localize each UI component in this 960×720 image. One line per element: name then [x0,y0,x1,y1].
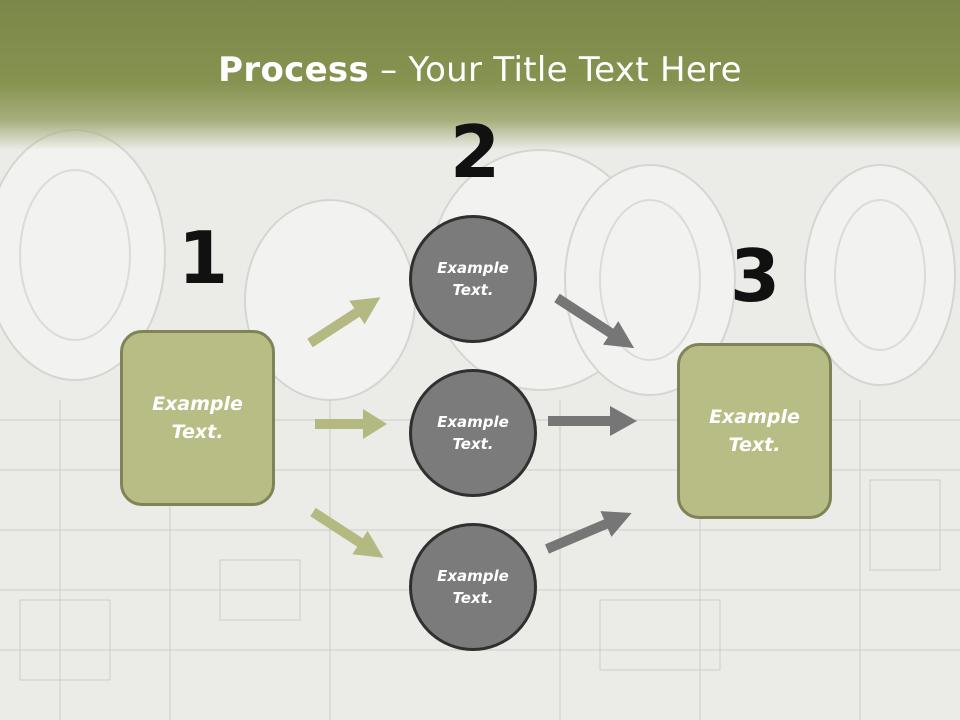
title-rest-part: – Your Title Text Here [369,50,742,90]
slide-title: Process – Your Title Text Here [0,50,960,90]
left-box-line2: Text. [171,421,224,443]
circle-middle: Example Text. [409,369,537,497]
header-band [0,0,960,150]
circle-middle-text: Example Text. [428,411,518,456]
step-number-2: 2 [450,110,501,194]
circle-top-text: Example Text. [428,257,518,302]
circle-bottom-line2: Text. [452,589,494,607]
circle-top-line2: Text. [452,281,494,299]
left-box-line1: Example [152,392,243,415]
right-box-line1: Example [709,405,800,428]
left-box: Example Text. [120,330,275,506]
step-number-1: 1 [178,216,229,300]
right-box-text: Example Text. [700,403,810,460]
circle-top: Example Text. [409,215,537,343]
title-bold-part: Process [218,50,370,90]
right-box-line2: Text. [728,434,781,456]
circle-middle-line2: Text. [452,435,494,453]
circle-middle-line1: Example [437,412,509,431]
circle-bottom: Example Text. [409,523,537,651]
circle-bottom-line1: Example [437,566,509,585]
left-box-text: Example Text. [143,390,253,447]
circle-bottom-text: Example Text. [428,565,518,610]
right-box: Example Text. [677,343,832,519]
step-number-3: 3 [730,234,781,318]
circle-top-line1: Example [437,258,509,277]
